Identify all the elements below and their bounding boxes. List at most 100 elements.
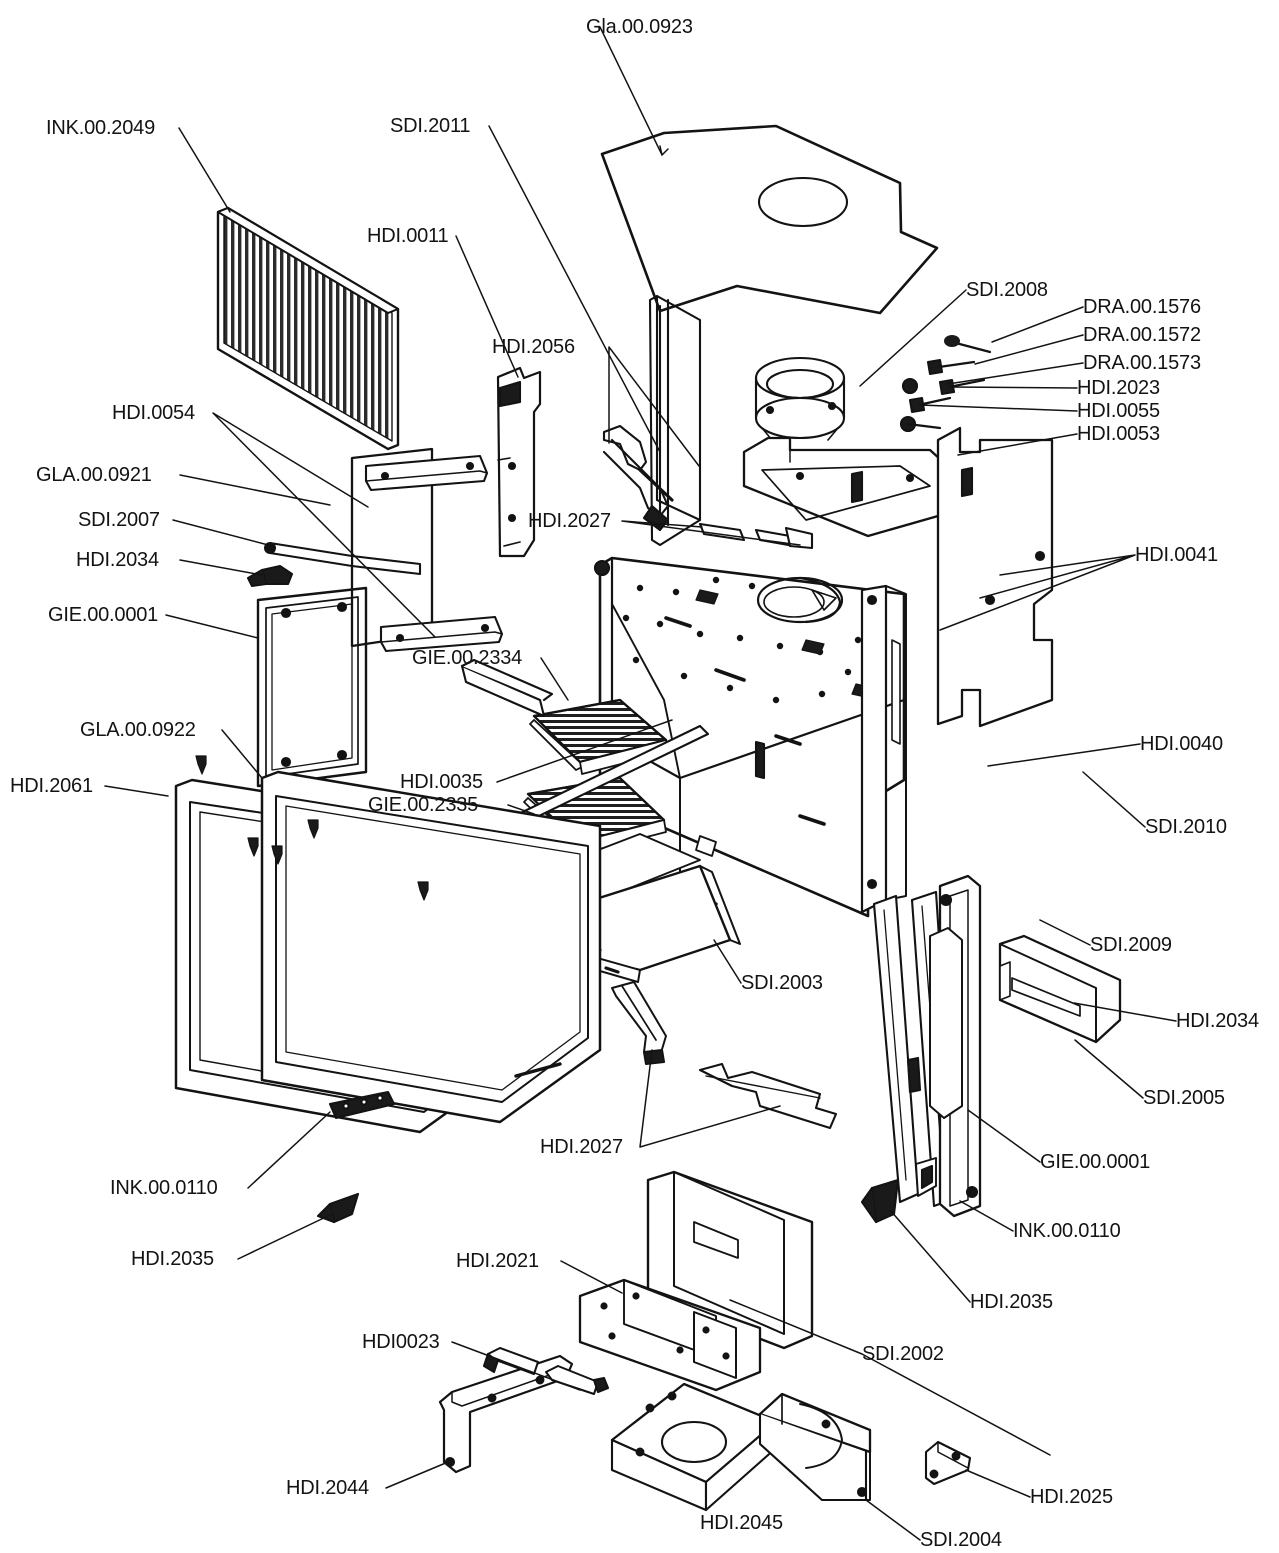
part-label-ink-00-0110-r: INK.00.0110 bbox=[1013, 1220, 1121, 1242]
leader-line-hdi-0054 bbox=[212, 412, 436, 638]
leader-line-gie-00-0001-l bbox=[165, 614, 259, 639]
leader-line-gla-00-0921 bbox=[179, 474, 331, 506]
leader-line-hdi-0040 bbox=[987, 743, 1141, 767]
part-label-ink-00-0110-l: INK.00.0110 bbox=[110, 1177, 218, 1199]
part-upper-frame-plate bbox=[742, 436, 954, 538]
leader-line-hdi-2034 bbox=[179, 559, 263, 576]
part-label-gie-00-0001-r: GIE.00.0001 bbox=[1040, 1151, 1151, 1173]
leader-line-sdi-2005 bbox=[1074, 1039, 1144, 1099]
part-label-hdi-2061: HDI.2061 bbox=[10, 775, 93, 797]
part-label-hdi-0035: HDI.0035 bbox=[400, 771, 483, 793]
part-label-hdi-2023: HDI.2023 bbox=[1077, 377, 1160, 399]
part-label-hdi-0011: HDI.0011 bbox=[367, 225, 449, 247]
part-label-hdi-0041: HDI.0041 bbox=[1135, 544, 1218, 566]
part-label-sdi-2005: SDI.2005 bbox=[1143, 1087, 1225, 1109]
part-label-hdi-2034: HDI.2034 bbox=[76, 549, 159, 571]
leader-line-hdi-0035 bbox=[496, 719, 673, 783]
part-label-hdi-2025: HDI.2025 bbox=[1030, 1486, 1113, 1508]
part-flue-collar bbox=[754, 356, 846, 441]
leader-line-hdi-2021 bbox=[560, 1260, 623, 1294]
part-bracket-0054-lower bbox=[379, 615, 504, 653]
part-label-gie-00-0001-l: GIE.00.0001 bbox=[48, 604, 159, 626]
part-hinge-0110-left bbox=[328, 1090, 396, 1120]
part-gasket-0001-right bbox=[929, 927, 963, 1119]
part-label-hdi-0054: HDI.0054 bbox=[112, 402, 195, 424]
part-hinge-0110-right bbox=[915, 1157, 937, 1197]
leader-line-ink-00-0110-l bbox=[247, 1111, 331, 1189]
leader-line-ink-00-0110-r bbox=[959, 1200, 1014, 1232]
leader-line-dra-00-1572 bbox=[974, 334, 1084, 365]
part-label-sdi-2009: SDI.2009 bbox=[1090, 934, 1172, 956]
part-label-hdi-2027-bot: HDI.2027 bbox=[540, 1136, 623, 1158]
part-label-hdi-2035-l: HDI.2035 bbox=[131, 1248, 214, 1270]
leader-line-hdi-2044 bbox=[385, 1461, 449, 1489]
part-label-gla-00-0921: GLA.00.0921 bbox=[36, 464, 152, 486]
leader-line-hdi-0055 bbox=[919, 404, 1078, 412]
part-label-hdi-0055: HDI.0055 bbox=[1077, 400, 1160, 422]
leader-line-sdi-2008 bbox=[859, 289, 967, 387]
leader-line-ink-00-2049 bbox=[178, 127, 231, 213]
leader-line-sdi-2010 bbox=[1082, 771, 1146, 828]
leader-line-dra-00-1573 bbox=[947, 362, 1084, 385]
part-door-pins bbox=[195, 755, 429, 901]
part-latch-2034-left bbox=[246, 564, 294, 588]
part-side-bracket-0011 bbox=[496, 366, 542, 558]
leader-line-sdi-2011 bbox=[488, 125, 661, 453]
leader-line-hdi-2025 bbox=[965, 1469, 1031, 1498]
part-door-glass-0922 bbox=[260, 770, 602, 1124]
part-base-pan-2045 bbox=[610, 1382, 778, 1512]
part-strip-2027-lower bbox=[698, 1062, 838, 1130]
leader-line-sdi-2009 bbox=[1039, 919, 1091, 946]
part-label-sdi-2004: SDI.2004 bbox=[920, 1529, 1002, 1551]
part-gasket-0001-left bbox=[256, 586, 368, 788]
leader-line-dra-00-1576 bbox=[991, 306, 1084, 343]
part-label-gie-00-2335: GIE.00.2335 bbox=[368, 794, 479, 816]
leader-line-hdi-2061 bbox=[104, 785, 169, 797]
part-right-side-panel bbox=[936, 426, 1054, 728]
leader-line-hdi-2027-bot bbox=[639, 1049, 781, 1148]
part-label-sdi-2002: SDI.2002 bbox=[862, 1343, 944, 1365]
part-fastener-cluster bbox=[899, 335, 992, 433]
part-linkage-2027-upper bbox=[602, 424, 814, 550]
part-grate-upper bbox=[529, 698, 669, 775]
part-label-hdi-2056: HDI.2056 bbox=[492, 336, 575, 358]
part-label-hdi-2027-top: HDI.2027 bbox=[528, 510, 611, 532]
leader-line-sdi-2007 bbox=[172, 519, 273, 547]
leader-line-hdi-0011 bbox=[455, 235, 519, 378]
part-label-sdi-2008: SDI.2008 bbox=[966, 279, 1048, 301]
part-clip-2035-right bbox=[860, 1178, 900, 1224]
part-top-plate bbox=[600, 124, 939, 315]
leader-line-hdi-2056 bbox=[608, 346, 700, 467]
leader-line-hdi-0041 bbox=[939, 554, 1136, 631]
leader-line-gie-00-2334 bbox=[540, 657, 569, 701]
part-rail-0023-b bbox=[545, 1365, 610, 1395]
leader-line-hdi-2035-r bbox=[889, 1209, 971, 1303]
part-finned-exchanger bbox=[216, 206, 400, 451]
part-label-ink-00-2049: INK.00.2049 bbox=[46, 117, 155, 139]
part-clip-2035-left bbox=[316, 1192, 360, 1224]
leader-line-hdi-0053 bbox=[957, 433, 1078, 456]
leader-line-hdi0023 bbox=[451, 1341, 581, 1391]
part-label-dra-00-1572: DRA.00.1572 bbox=[1083, 324, 1201, 346]
part-label-hdi-2044: HDI.2044 bbox=[286, 1477, 369, 1499]
part-label-hdi-2034-r: HDI.2034 bbox=[1176, 1010, 1259, 1032]
part-label-dra-00-1573: DRA.00.1573 bbox=[1083, 352, 1201, 374]
leader-line-hdi-2034-r bbox=[1073, 1002, 1177, 1022]
part-label-hdi-0053: HDI.0053 bbox=[1077, 423, 1160, 445]
part-label-gla-00-0922: GLA.00.0922 bbox=[80, 719, 196, 741]
part-bracket-0054-upper bbox=[364, 454, 489, 492]
leader-line-hdi-2023 bbox=[949, 386, 1078, 389]
part-label-hdi-0040: HDI.0040 bbox=[1140, 733, 1223, 755]
leader-line-sdi-2003 bbox=[713, 939, 742, 984]
part-label-sdi-2007: SDI.2007 bbox=[78, 509, 160, 531]
leader-line-hdi-2027-top bbox=[621, 520, 801, 546]
part-label-gie-00-2334: GIE.00.2334 bbox=[412, 647, 523, 669]
part-label-hdi0023: HDI0023 bbox=[362, 1331, 440, 1353]
leader-line-sdi-2004 bbox=[865, 1499, 921, 1541]
part-angle-2025 bbox=[924, 1440, 972, 1486]
part-label-sdi-2010: SDI.2010 bbox=[1145, 816, 1227, 838]
part-label-hdi-2045: HDI.2045 bbox=[700, 1512, 783, 1534]
leader-line-gla-00-0923 bbox=[599, 26, 669, 157]
leader-line-gla-00-0922 bbox=[221, 729, 263, 779]
